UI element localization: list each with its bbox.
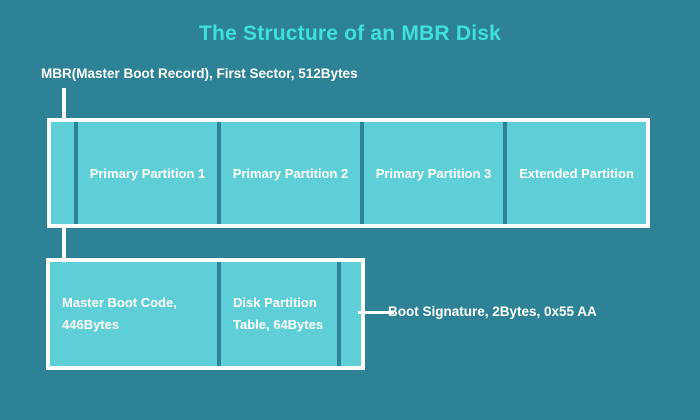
mbr-detail-bar: Master Boot Code, 446Bytes Disk Partitio… bbox=[46, 258, 365, 370]
disk-cell-mbr-sector bbox=[51, 122, 74, 224]
disk-partition-table-line-2: Table, 64Bytes bbox=[233, 317, 324, 332]
mbr-cell-disk-partition-table: Disk Partition Table, 64Bytes bbox=[221, 262, 337, 366]
disk-cell-extended-partition: Extended Partition bbox=[507, 122, 646, 224]
master-boot-code-line-2: 446Bytes bbox=[62, 317, 120, 332]
mbr-caption-label: MBR(Master Boot Record), First Sector, 5… bbox=[41, 66, 358, 81]
disk-partition-table-line-1: Disk Partition bbox=[233, 295, 317, 310]
disk-cell-primary-partition-1: Primary Partition 1 bbox=[78, 122, 217, 224]
mbr-cell-master-boot-code: Master Boot Code, 446Bytes bbox=[50, 262, 217, 366]
page-title: The Structure of an MBR Disk bbox=[199, 22, 501, 45]
boot-signature-callout-line bbox=[358, 311, 394, 314]
boot-signature-callout-label: Boot Signature, 2Bytes, 0x55 AA bbox=[388, 304, 597, 319]
disk-cell-primary-partition-2: Primary Partition 2 bbox=[221, 122, 360, 224]
master-boot-code-line-1: Master Boot Code, bbox=[62, 295, 177, 310]
disk-structure-bar: Primary Partition 1 Primary Partition 2 … bbox=[47, 118, 650, 228]
mbr-cell-boot-signature bbox=[341, 262, 361, 366]
disk-cell-primary-partition-3: Primary Partition 3 bbox=[364, 122, 503, 224]
